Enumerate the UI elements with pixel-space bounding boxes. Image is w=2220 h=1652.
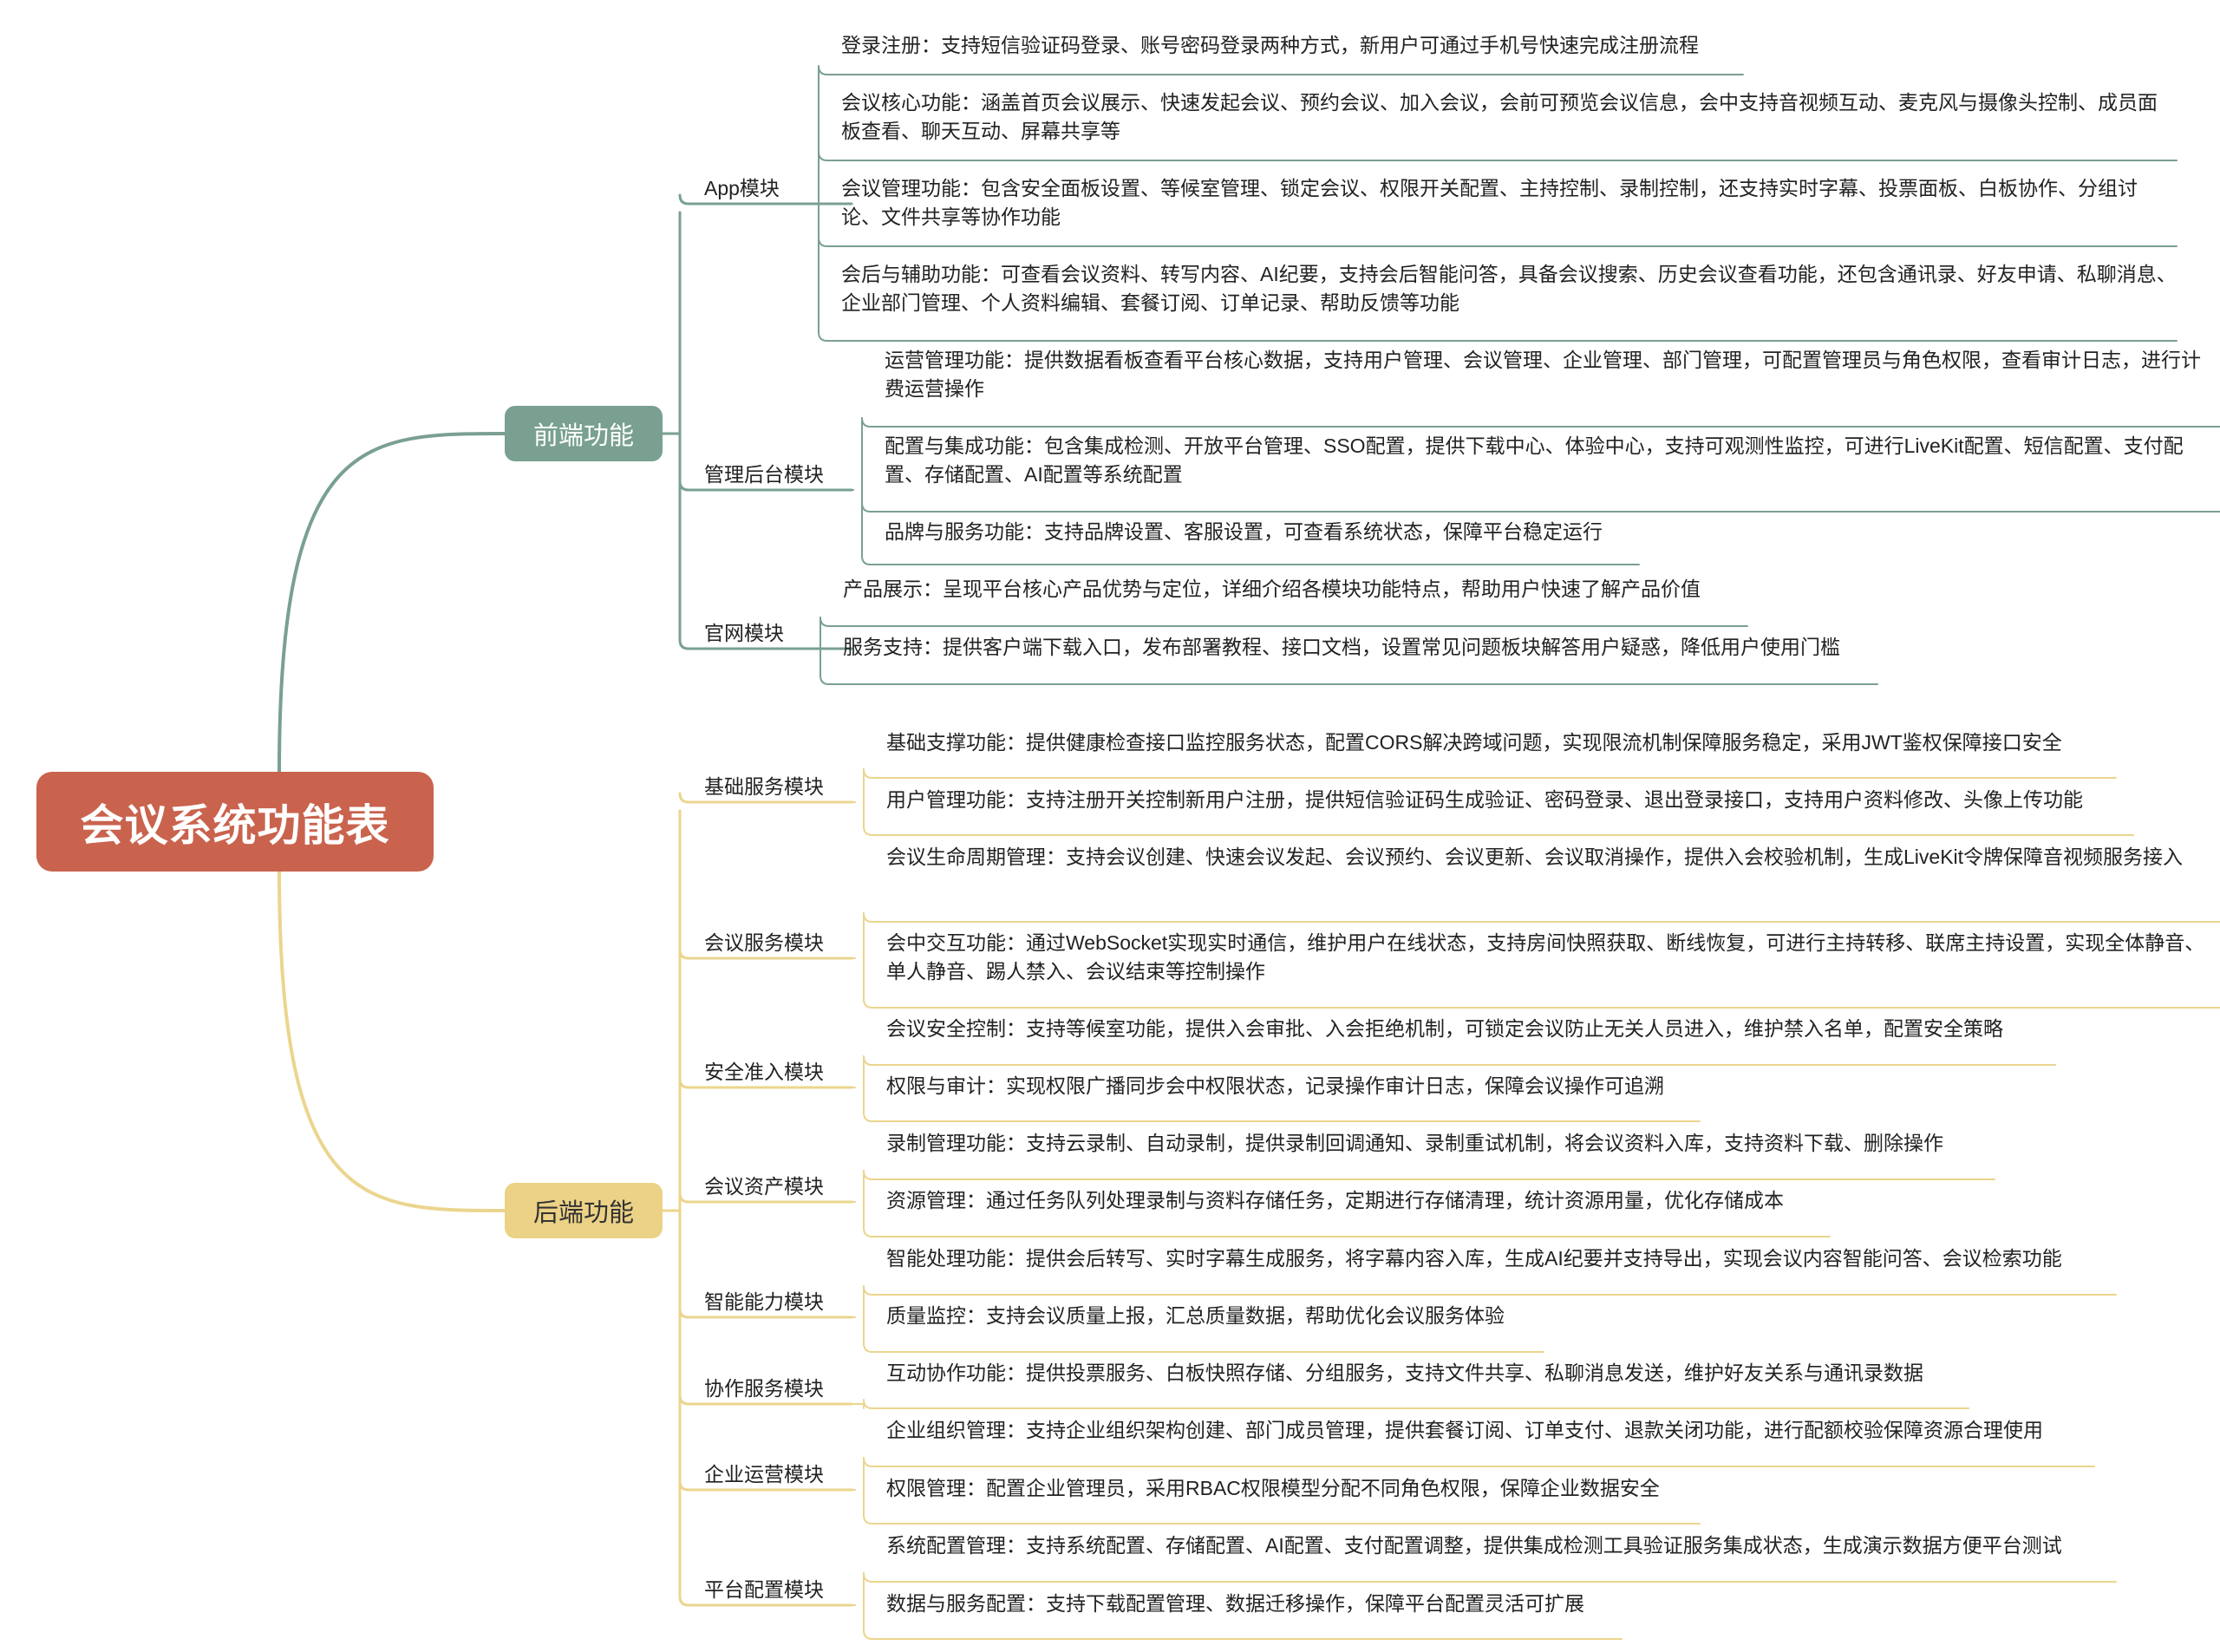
- module-connector: [678, 480, 853, 492]
- leaf-item: 服务支持：提供客户端下载入口，发布部署教程、接口文档，设置常见问题板块解答用户疑…: [843, 636, 1840, 658]
- leaf-item: 会议管理功能：包含安全面板设置、等候室管理、锁定会议、权限开关配置、主持控制、录…: [841, 177, 2138, 228]
- leaf-item: 系统配置管理：支持系统配置、存储配置、AI配置、支付配置调整，提供集成检测工具验…: [886, 1534, 2062, 1557]
- module-label: 协作服务模块: [704, 1377, 824, 1400]
- leaf-underline: [819, 617, 1748, 627]
- leaf-item: 质量监控：支持会议质量上报，汇总质量数据，帮助优化会议服务体验: [886, 1304, 1505, 1327]
- module-label: App模块: [704, 177, 780, 199]
- leaf-item: 运营管理功能：提供数据看板查看平台核心数据，支持用户管理、会议管理、企业管理、部…: [885, 349, 2201, 400]
- module-label: 官网模块: [704, 622, 784, 644]
- root-topic: 会议系统功能表: [36, 772, 434, 872]
- leaf-item: 会议核心功能：涵盖首页会议展示、快速发起会议、预约会议、加入会议，会前可预览会议…: [841, 91, 2158, 142]
- branch-topic-frontend: 前端功能: [505, 406, 663, 461]
- leaf-underline: [863, 912, 2220, 923]
- leaf-item: 登录注册：支持短信验证码登录、账号密码登录两种方式，新用户可通过手机号快速完成注…: [841, 34, 1699, 56]
- leaf-item: 基础支撑功能：提供健康检查接口监控服务状态，配置CORS解决跨域问题，实现限流机…: [886, 731, 2062, 754]
- leaf-item: 资源管理：通过任务队列处理录制与资料存储任务，定期进行存储清理，统计资源用量，优…: [886, 1189, 1784, 1211]
- leaf-underline: [863, 1514, 1701, 1525]
- leaf-item: 品牌与服务功能：支持品牌设置、客服设置，可查看系统状态，保障平台稳定运行: [885, 520, 1603, 543]
- module-label: 平台配置模块: [704, 1578, 824, 1601]
- branch-topic-backend: 后端功能: [505, 1183, 663, 1238]
- leaf-underline: [863, 998, 2220, 1009]
- module-label: 基础服务模块: [704, 775, 824, 798]
- module-label: 管理后台模块: [704, 463, 824, 486]
- leaf-item: 录制管理功能：支持云录制、自动录制，提供录制回调通知、录制重试机制，将会议资料入…: [886, 1132, 1943, 1154]
- leaf-underline: [863, 1170, 1995, 1180]
- leaf-underline: [863, 768, 2117, 779]
- leaf-item: 配置与集成功能：包含集成检测、开放平台管理、SSO配置，提供下载中心、体验中心，…: [885, 434, 2184, 486]
- leaf-underline: [818, 237, 2178, 247]
- leaf-underline: [863, 1055, 2056, 1066]
- leaf-item: 互动协作功能：提供投票服务、白板快照存储、分组服务，支持文件共享、私聊消息发送，…: [886, 1361, 1923, 1384]
- leaf-item: 智能处理功能：提供会后转写、实时字幕生成服务，将字幕内容入库，生成AI纪要并支持…: [886, 1247, 2062, 1270]
- module-connector: [678, 1077, 853, 1089]
- leaf-item: 会后与辅助功能：可查看会议资料、转写内容、AI纪要，支持会后智能问答，具备会议搜…: [841, 263, 2177, 314]
- leaf-underline: [863, 1457, 2095, 1467]
- leaf-item: 用户管理功能：支持注册开关控制新用户注册，提供短信验证码生成验证、密码登录、退出…: [886, 788, 2083, 811]
- leaf-underline: [863, 1342, 1544, 1353]
- leaf-item: 企业组织管理：支持企业组织架构创建、部门成员管理，提供套餐订阅、订单支付、退款关…: [886, 1419, 2043, 1441]
- leaf-underline: [863, 1112, 1701, 1122]
- module-connector: [678, 1192, 853, 1204]
- leaf-underline: [818, 151, 2178, 161]
- root-branch-connector: [278, 870, 506, 1212]
- module-connector: [678, 948, 853, 960]
- leaf-item: 数据与服务配置：支持下载配置管理、数据迁移操作，保障平台配置灵活可扩展: [886, 1592, 1584, 1615]
- leaf-underline: [861, 555, 1640, 565]
- leaf-underline: [863, 1572, 2117, 1583]
- module-connector: [678, 1479, 853, 1492]
- leaf-item: 会议安全控制：支持等候室功能，提供入会审批、入会拒绝机制，可锁定会议防止无关人员…: [886, 1017, 2003, 1040]
- leaf-trunk-connector: [851, 1403, 865, 1409]
- leaf-item: 权限管理：配置企业管理员，采用RBAC权限模型分配不同角色权限，保障企业数据安全: [886, 1477, 1660, 1499]
- module-connector: [678, 638, 853, 650]
- module-label: 安全准入模块: [704, 1061, 824, 1083]
- module-connector: [678, 1394, 853, 1406]
- module-label: 企业运营模块: [704, 1463, 824, 1485]
- leaf-underline: [863, 1227, 1831, 1237]
- leaf-underline: [861, 417, 2220, 428]
- leaf-underline: [863, 1629, 1623, 1640]
- leaf-item: 权限与审计：实现权限广播同步会中权限状态，记录操作审计日志，保障会议操作可追溯: [886, 1074, 1664, 1097]
- leaf-item: 会中交互功能：通过WebSocket实现实时通信，维护用户在线状态，支持房间快照…: [886, 931, 2205, 983]
- module-connector: [678, 1307, 853, 1319]
- leaf-underline: [818, 331, 2178, 342]
- module-connector: [678, 792, 853, 804]
- leaf-underline: [863, 1399, 1969, 1409]
- module-connector: [678, 1595, 853, 1607]
- leaf-underline: [863, 826, 2134, 836]
- module-label: 智能能力模块: [704, 1290, 824, 1313]
- leaf-underline: [863, 1285, 2117, 1296]
- root-branch-connector: [278, 432, 506, 774]
- leaf-item: 产品展示：呈现平台核心产品优势与定位，详细介绍各模块功能特点，帮助用户快速了解产…: [843, 578, 1701, 600]
- module-label: 会议服务模块: [704, 931, 824, 954]
- leaf-item: 会议生命周期管理：支持会议创建、快速会议发起、会议预约、会议更新、会议取消操作，…: [886, 846, 2184, 868]
- leaf-underline: [819, 675, 1878, 685]
- module-label: 会议资产模块: [704, 1175, 824, 1198]
- leaf-underline: [818, 65, 1744, 75]
- leaf-underline: [861, 502, 2220, 513]
- module-connector: [678, 193, 853, 206]
